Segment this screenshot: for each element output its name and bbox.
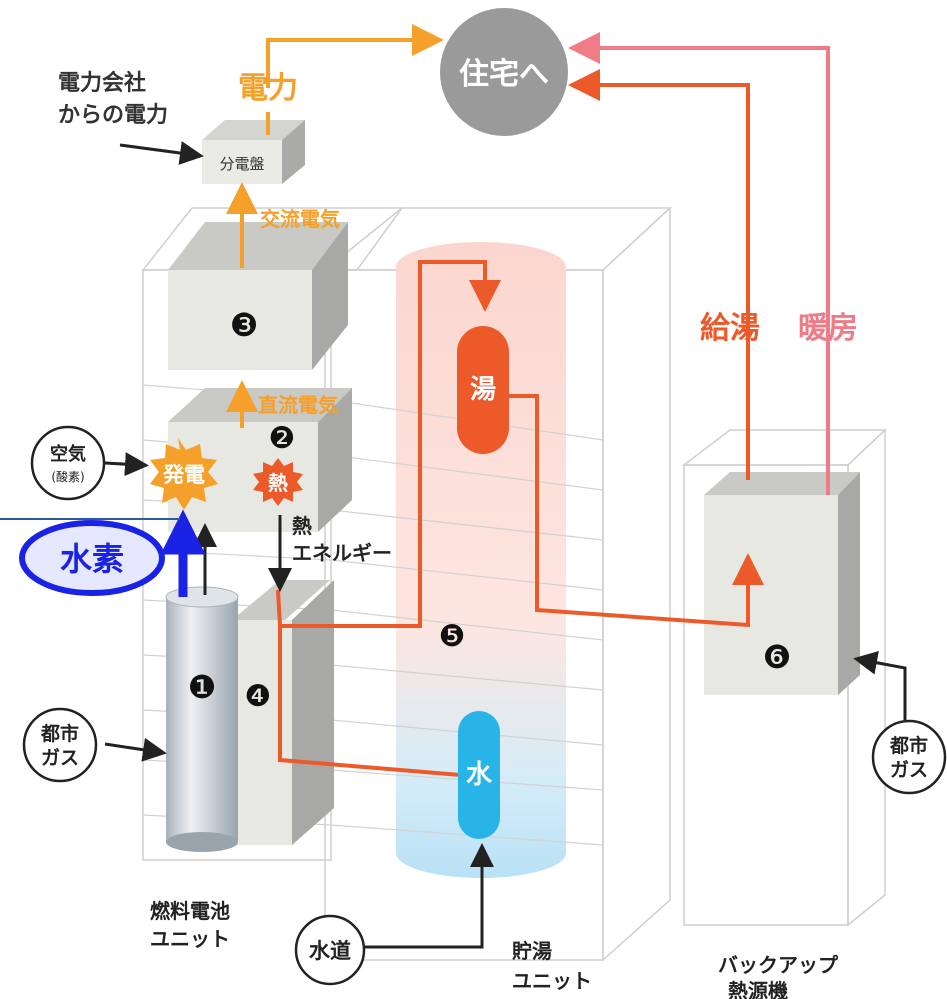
air-label-1: 空気	[50, 443, 86, 465]
hot-water-label: 湯	[470, 375, 496, 405]
dc-electricity-label: 直流電気	[258, 393, 338, 417]
backup-heater-cabinet	[681, 428, 887, 927]
inverter-box-3	[168, 222, 348, 370]
water-capsule	[458, 711, 500, 839]
generation-burst	[150, 438, 218, 510]
marker-2: ❷	[269, 421, 296, 456]
hydrogen-label: 水素	[60, 540, 124, 578]
hot-water-storage-tank	[396, 242, 566, 878]
city-gas-right-label-2: ガス	[890, 759, 928, 781]
hydrogen-badge	[19, 520, 165, 596]
heat-energy-label-1: 熱	[292, 514, 312, 538]
ac-electricity-label: 交流電気	[260, 207, 340, 231]
fuel-processor-cylinder-1	[165, 586, 239, 852]
fuel-cell-unit-label-1: 燃料電池	[150, 899, 230, 923]
city-gas-left-label-1: 都市	[40, 722, 79, 745]
water-supply-label: 水道	[309, 939, 351, 963]
city-gas-right-label-1: 都市	[889, 734, 928, 757]
label-circles	[22, 425, 947, 986]
power-label: 電力	[238, 71, 298, 106]
heat-burst	[253, 458, 303, 506]
backup-heater-box-6	[704, 472, 860, 695]
storage-unit-label-2: ユニット	[512, 969, 592, 993]
black-input-arrows	[104, 141, 907, 949]
backup-heater-label-1: バックアップ	[718, 953, 839, 977]
marker-6: ❻	[763, 638, 792, 676]
heat-burst-label: 熱	[268, 471, 288, 495]
house-label: 住宅へ	[459, 57, 549, 92]
storage-unit-label-1: 貯湯	[512, 939, 552, 963]
grid-power-label-1: 電力会社	[58, 70, 146, 96]
grid-power-label-2: からの電力	[58, 103, 168, 128]
hot-water-pipe	[276, 69, 764, 777]
hot-water-supply-label: 給湯	[700, 311, 760, 346]
marker-4: ❹	[245, 679, 272, 714]
heating-label: 暖房	[798, 311, 858, 346]
heat-energy-label-2: エネルギー	[292, 541, 392, 565]
city-gas-left-label-2: ガス	[41, 747, 79, 769]
fuel-cell-unit-label-2: ユニット	[150, 927, 230, 951]
hot-water-capsule	[457, 326, 509, 454]
air-label-2: (酸素)	[51, 469, 84, 484]
water-label: 水	[466, 760, 493, 790]
marker-5: ❺	[439, 619, 466, 654]
heating-pipe	[568, 32, 830, 495]
distribution-board	[202, 120, 305, 184]
house-circle	[440, 8, 568, 136]
generation-label: 発電	[162, 463, 205, 487]
power-flow-arrows	[226, 24, 444, 428]
distribution-board-label: 分電盤	[219, 155, 264, 173]
marker-3: ❸	[230, 306, 259, 344]
backup-heater-label-2: 熱源機	[728, 979, 788, 999]
marker-1: ❶	[188, 668, 217, 706]
